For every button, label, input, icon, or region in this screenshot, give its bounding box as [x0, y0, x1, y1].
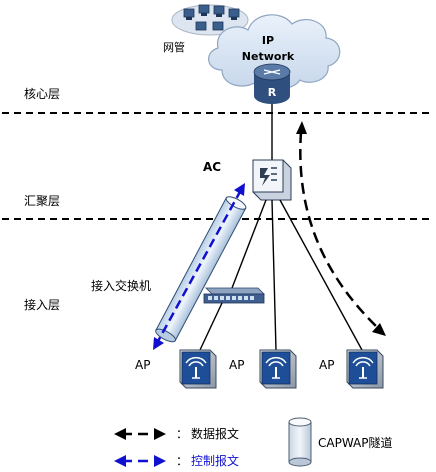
- link-ac-ap3: [279, 199, 363, 351]
- legend-tunnel-label: CAPWAP隧道: [318, 435, 392, 450]
- control-arrow-down: [153, 337, 164, 350]
- computer-group-icon: [171, 4, 249, 36]
- ap-label-2: AP: [229, 358, 244, 372]
- router-icon: R: [253, 63, 291, 104]
- data-arrow-down: [372, 323, 386, 336]
- ac-label: AC: [203, 160, 221, 174]
- legend-data-label: 数据报文: [191, 426, 239, 441]
- capwap-tunnel: [155, 196, 247, 343]
- legend-control-packet: ： 控制报文: [114, 453, 239, 468]
- legend-data-packet: ： 数据报文: [114, 426, 239, 441]
- access-controller-icon: [252, 159, 292, 201]
- layer-label-aggregation: 汇聚层: [24, 194, 60, 208]
- control-arrow-up: [234, 183, 245, 196]
- control-packet-path: [155, 189, 243, 344]
- data-arrow-up: [296, 121, 307, 134]
- wireless-access-point-icon: [346, 349, 384, 389]
- legend-tunnel-icon: [288, 417, 312, 467]
- network-label-line2: Network: [242, 50, 295, 63]
- link-switch-ap1: [199, 302, 223, 351]
- layer-label-access: 接入层: [24, 297, 60, 312]
- legend-control-separator: ：: [176, 454, 188, 468]
- legend-control-label: 控制报文: [191, 453, 239, 468]
- wireless-access-point-icon: [179, 349, 217, 389]
- link-ac-switch: [231, 199, 267, 289]
- nms-label: 网管: [163, 40, 185, 54]
- data-packet-path: [299, 131, 379, 329]
- switch-icon: [203, 287, 265, 304]
- link-ac-ap2: [271, 199, 277, 351]
- access-switch-label: 接入交换机: [91, 278, 151, 293]
- ap-label-1: AP: [135, 358, 150, 372]
- router-mark: R: [268, 86, 277, 99]
- wireless-access-point-icon: [259, 349, 297, 389]
- legend-data-separator: ：: [176, 427, 188, 441]
- layer-label-core: 核心层: [24, 87, 60, 101]
- ap-label-3: AP: [319, 358, 334, 372]
- network-label-line1: IP: [262, 34, 274, 47]
